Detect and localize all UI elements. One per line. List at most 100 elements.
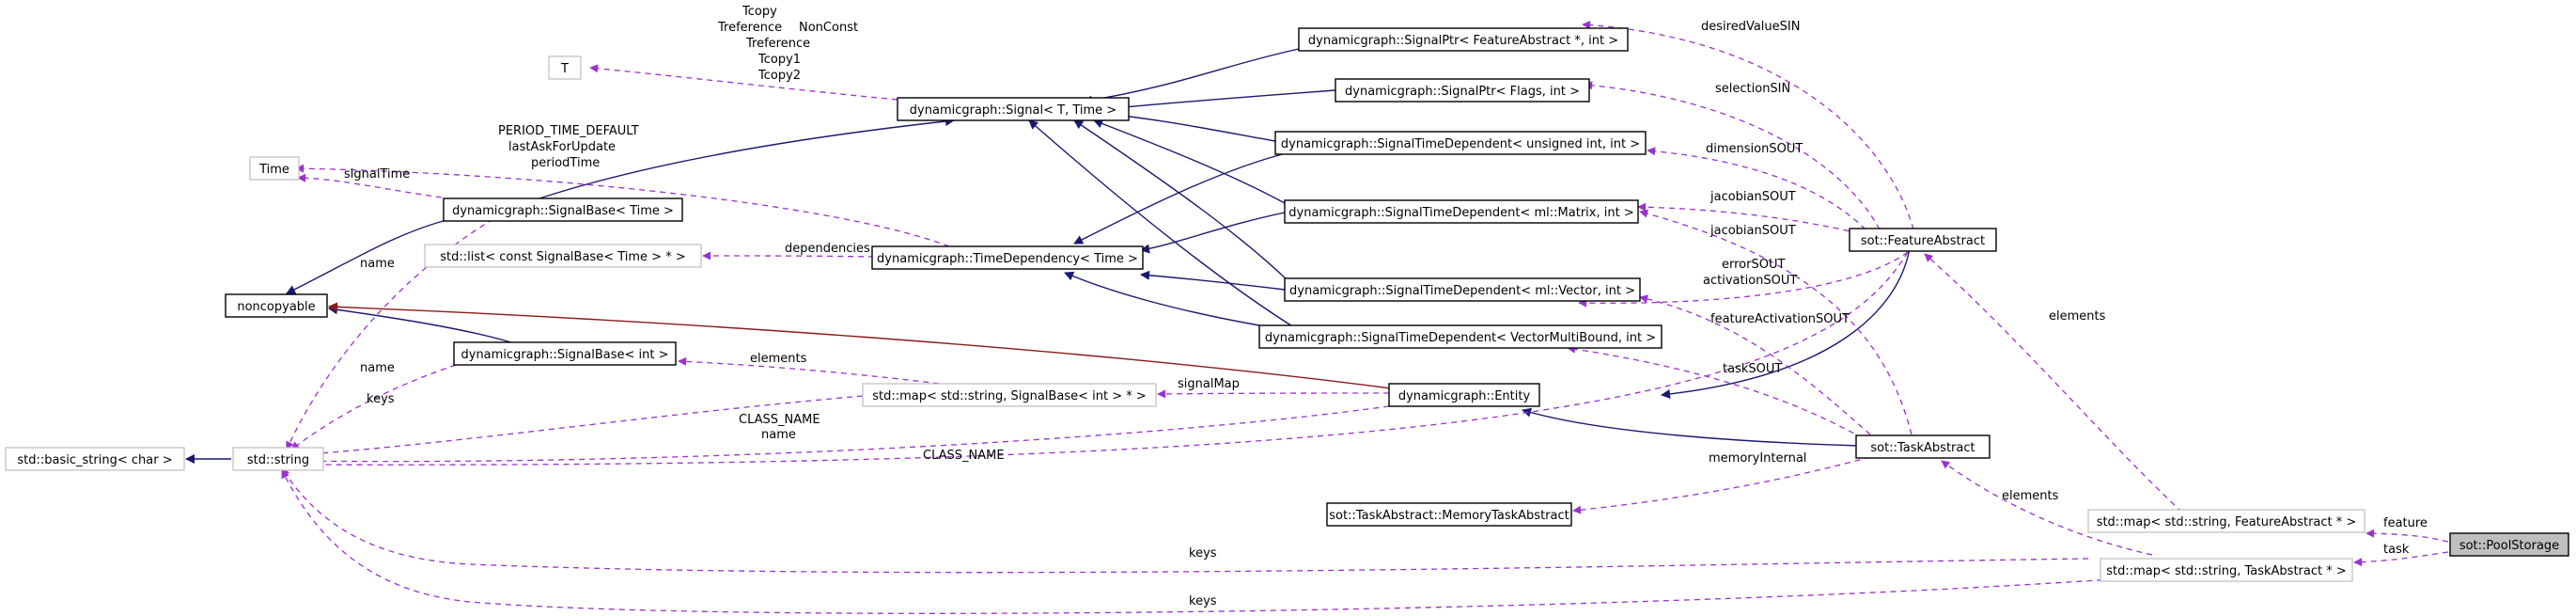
edge-use-task-memory [1572,456,1871,514]
node-task-abstract[interactable]: sot::TaskAbstract [1855,434,1991,459]
label-signalMap: signalMap [1178,377,1240,391]
edges [185,21,2449,614]
label-elements-signal: elements [750,352,807,366]
node-time-dependency-label: dynamicgraph::TimeDependency< Time > [877,252,1138,266]
node-list-signalbase-label: std::list< const SignalBase< Time > * > [440,250,685,264]
label-signalTime: signalTime [344,167,410,182]
node-time-dependency[interactable]: dynamicgraph::TimeDependency< Time > [871,245,1144,270]
node-t-label: T [560,62,569,76]
label-task: task [2383,543,2410,557]
label-activationSOUT: activationSOUT [1703,274,1797,288]
node-map-feature[interactable]: std::map< std::string, FeatureAbstract *… [2087,509,2365,533]
label-feature: feature [2383,516,2428,530]
edge-inherit-sigptrflags-signal [1113,89,1336,113]
node-signalbase-time-label: dynamicgraph::SignalBase< Time > [452,204,674,218]
edge-inherit-matrix-timedep [1140,212,1286,254]
edge-use-string-mapfeature [281,467,2089,574]
node-feature-abstract-label: sot::FeatureAbstract [1861,234,1985,248]
label-dependencies: dependencies [785,242,870,256]
nodes: sot::PoolStorage std::map< std::string, … [5,27,2569,582]
label-keys-signal: keys [367,392,395,406]
edge-inherit-unsigned-timedep [1073,151,1290,245]
edge-inherit-entity-feature [1661,247,1911,399]
label-class-name-entity: CLASS_NAME [739,413,820,427]
node-map-feature-label: std::map< std::string, FeatureAbstract *… [2097,515,2357,529]
edge-inherit-entity-task [1522,407,1860,447]
node-noncopyable-label: noncopyable [237,300,315,314]
edge-use-task-vector [1639,294,1871,435]
label-time-var-1: lastAskForUpdate [508,140,616,154]
edge-use-signal-t [589,64,898,101]
label-jacobianSOUT-task: jacobianSOUT [1710,224,1796,238]
node-signal-t-time[interactable]: dynamicgraph::Signal< T, Time > [897,97,1130,121]
node-signalbase-int-label: dynamicgraph::SignalBase< int > [461,348,669,362]
label-elements-feature: elements [2049,309,2106,324]
edge-use-sbtime-time [297,173,443,198]
label-memoryInternal: memoryInternal [1709,451,1806,466]
node-std-vector[interactable]: dynamicgraph::SignalTimeDependent< ml::V… [1284,277,1641,302]
label-jacobianSOUT-feature: jacobianSOUT [1710,190,1796,204]
edge-inherit-vmb-signal [1028,119,1298,330]
label-t-var-1: Treference [717,21,782,35]
node-map-task[interactable]: std::map< std::string, TaskAbstract * > [2100,558,2353,582]
node-sigptr-flags[interactable]: dynamicgraph::SignalPtr< Flags, int > [1335,78,1590,103]
edge-use-task-maptask [1941,460,2153,556]
node-signalbase-int[interactable]: dynamicgraph::SignalBase< int > [453,341,677,366]
edge-use-mapfeature-pool [2365,529,2449,543]
edge-inherit-unsigned-signal [1113,111,1276,142]
node-basic-string[interactable]: std::basic_string< char > [5,447,185,471]
edge-use-mapsignal-entity [1157,389,1390,399]
label-time-var-0: PERIOD_TIME_DEFAULT [498,124,639,138]
label-taskSOUT: taskSOUT [1723,362,1782,376]
node-std-vector-label: dynamicgraph::SignalTimeDependent< ml::V… [1289,284,1635,298]
node-basic-string-label: std::basic_string< char > [17,453,172,467]
node-pool-storage[interactable]: sot::PoolStorage [2449,532,2569,557]
node-map-signal-label: std::map< std::string, SignalBase< int >… [872,389,1147,403]
edge-inherit-matrix-signal [1093,118,1286,204]
edge-use-string-mapsignal [296,395,864,459]
node-signalbase-time[interactable]: dynamicgraph::SignalBase< Time > [443,197,683,222]
edge-inherit-vector-timedep [1140,270,1286,291]
label-t-var-0: Tcopy [742,5,777,19]
label-elements-task: elements [2002,489,2059,503]
edge-use-string-entity [296,405,1390,466]
node-map-task-label: std::map< std::string, TaskAbstract * > [2106,564,2347,578]
label-name-sbtime: name [360,257,395,271]
node-std-unsigned[interactable]: dynamicgraph::SignalTimeDependent< unsig… [1274,131,1647,155]
node-entity[interactable]: dynamicgraph::Entity [1388,383,1540,407]
node-time[interactable]: Time [249,156,300,181]
node-feature-abstract[interactable]: sot::FeatureAbstract [1849,228,1997,252]
node-entity-label: dynamicgraph::Entity [1398,389,1531,403]
edge-use-string-maptask [281,469,2165,614]
label-dimensionSOUT: dimensionSOUT [1706,142,1803,156]
node-map-signal[interactable]: std::map< std::string, SignalBase< int >… [862,383,1157,407]
label-keys-task: keys [1189,594,1217,608]
node-t[interactable]: T [548,55,582,80]
label-selectionSIN: selectionSIN [1715,82,1790,96]
label-t-var-5: Tcopy2 [757,69,801,83]
label-errorSOUT: errorSOUT [1722,258,1785,272]
node-std-unsigned-label: dynamicgraph::SignalTimeDependent< unsig… [1281,137,1640,151]
edge-inherit-vector-signal [1073,119,1290,283]
edge-use-string-sbint [290,364,457,450]
edge-inherit-sbtime-noncopyable [286,218,451,294]
node-std-string-label: std::string [247,453,309,467]
node-std-matrix[interactable]: dynamicgraph::SignalTimeDependent< ml::M… [1284,199,1639,224]
node-sigptr-feature-label: dynamicgraph::SignalPtr< FeatureAbstract… [1308,34,1618,48]
node-std-vmb[interactable]: dynamicgraph::SignalTimeDependent< Vecto… [1258,324,1663,349]
node-std-string[interactable]: std::string [232,447,324,471]
edge-use-feature-desired [1582,21,1914,230]
node-sigptr-feature[interactable]: dynamicgraph::SignalPtr< FeatureAbstract… [1298,27,1629,52]
node-list-signalbase[interactable]: std::list< const SignalBase< Time > * > [424,244,702,268]
node-memory-task[interactable]: sot::TaskAbstract::MemoryTaskAbstract [1326,502,1572,527]
node-noncopyable[interactable]: noncopyable [225,293,328,318]
edge-labels: feature task elements elements keys keys… [344,5,2428,608]
edge-use-feature-selection [1584,81,1881,230]
node-signal-t-time-label: dynamicgraph::Signal< T, Time > [910,103,1116,118]
node-pool-storage-label: sot::PoolStorage [2459,539,2559,553]
label-name-entity: name [761,428,796,442]
node-time-label: Time [258,163,289,177]
label-keys-feature: keys [1189,546,1217,561]
label-class-name-feature: CLASS_NAME [923,449,1005,463]
label-name-sbint: name [360,361,395,375]
